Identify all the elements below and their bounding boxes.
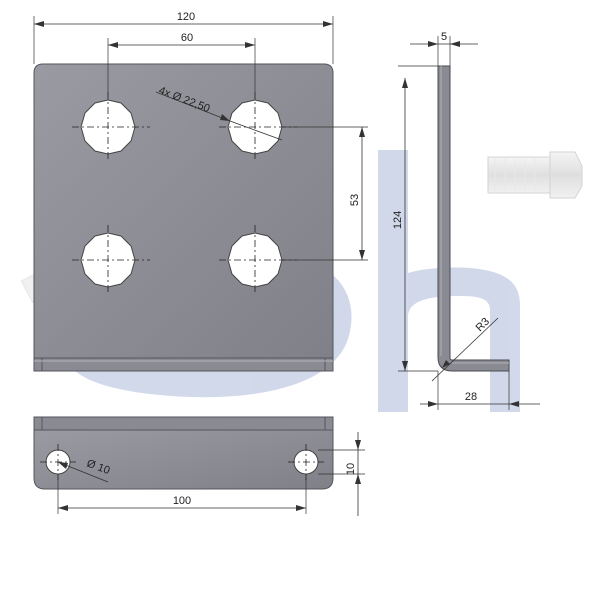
hole-spacing-y-label: 53 (349, 194, 361, 206)
bend-radius-label: R3 (474, 316, 492, 334)
bottom-plate (33, 429, 334, 490)
front-view: 120 60 4x Ø 22,50 53 (33, 11, 368, 372)
side-profile (437, 65, 510, 372)
bottom-top-edge (33, 416, 334, 431)
side-view: 5 124 R3 28 (392, 31, 540, 410)
thickness-dimension-label: 5 (441, 31, 447, 43)
hole-spacing-x-label: 60 (181, 32, 193, 44)
front-plate (33, 63, 334, 359)
height-dimension-label: 124 (392, 211, 404, 229)
bolt-icon (487, 151, 583, 199)
front-leg-edge (33, 357, 334, 372)
bottom-height-label: 10 (345, 463, 357, 475)
width-dimension-label: 120 (177, 11, 195, 23)
bottom-view: Ø 10 100 10 (33, 416, 365, 516)
leg-length-dimension-label: 28 (465, 391, 477, 403)
bottom-hole-spacing-label: 100 (173, 495, 191, 507)
